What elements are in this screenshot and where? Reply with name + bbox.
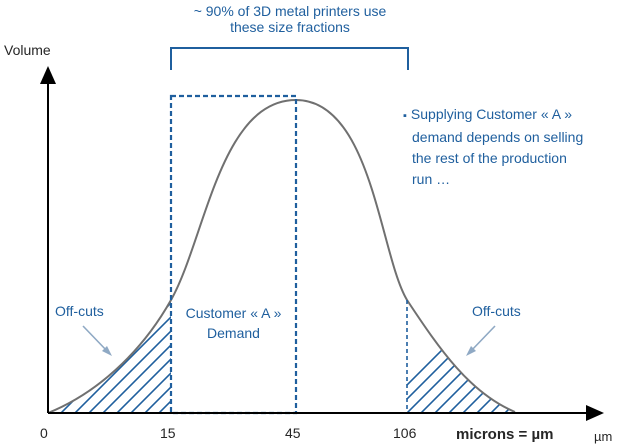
arrow-right-icon (586, 405, 604, 421)
tick-label-15: 15 (160, 425, 176, 441)
tick-label-45: 45 (285, 425, 301, 441)
size-fraction-bracket (170, 47, 409, 70)
supply-note: ▪Supplying Customer « A » demand depends… (403, 104, 583, 190)
customer-demand-label: Customer « A » Demand (171, 303, 296, 343)
arrow-up-icon (40, 66, 56, 84)
arrow-down-right-icon (82, 325, 112, 356)
offcuts-left-label: Off-cuts (55, 303, 104, 319)
bracket-caption-line-1: ~ 90% of 3D metal printers use (193, 3, 387, 19)
tick-label-0: 0 (40, 425, 48, 441)
supply-note-line-2: demand depends on selling (412, 129, 584, 145)
customer-demand-line-1: Customer « A » (185, 305, 282, 321)
arrow-down-left-icon (466, 325, 496, 356)
customer-demand-line-2: Demand (207, 325, 260, 341)
supply-note-line-3: the rest of the production (412, 150, 567, 166)
y-axis-label: Volume (4, 42, 51, 58)
bracket-caption: ~ 90% of 3D metal printers use these siz… (150, 3, 430, 35)
tick-label-106: 106 (393, 425, 417, 441)
x-axis-unit-title: microns = µm (456, 426, 554, 443)
supply-note-line-1: ▪Supplying Customer « A » (403, 106, 573, 122)
bullet-square-icon: ▪ (403, 110, 407, 122)
bracket-caption-line-2: these size fractions (230, 19, 350, 35)
offcuts-right-label: Off-cuts (472, 303, 521, 319)
x-axis-unit: µm (594, 429, 613, 444)
supply-note-line-4: run … (412, 171, 451, 187)
